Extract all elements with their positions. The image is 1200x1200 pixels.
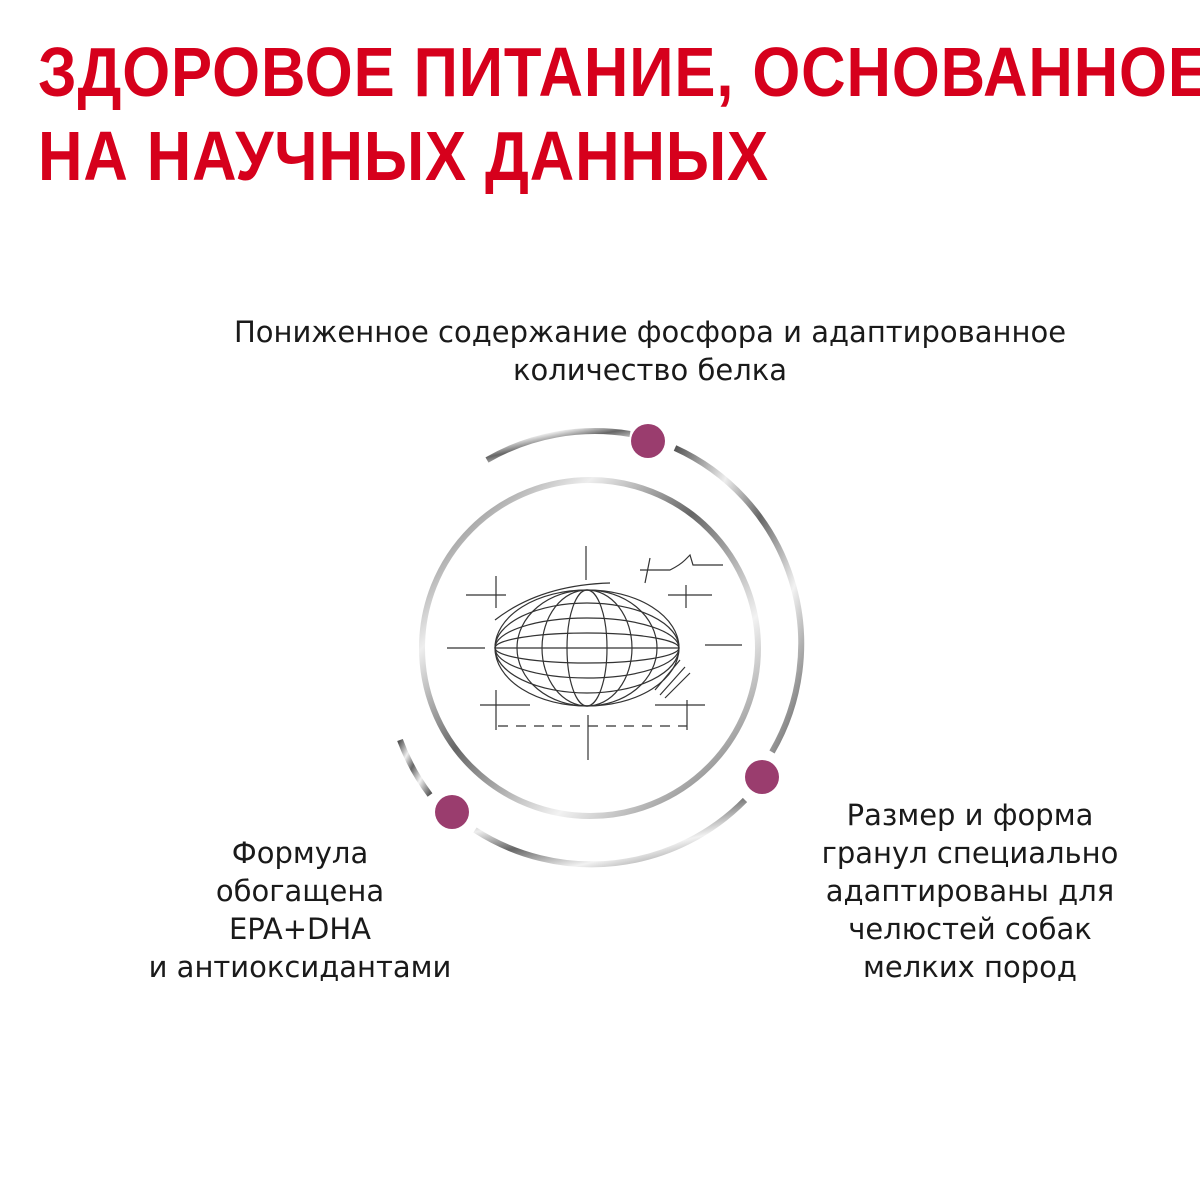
benefit-line: адаптированы для — [825, 874, 1115, 908]
benefit-line: челюстей собак — [848, 912, 1092, 946]
benefit-dot-left — [435, 795, 469, 829]
benefit-dot-top — [631, 424, 665, 458]
outer-arc-bottom — [473, 797, 748, 868]
benefit-line: количество белка — [512, 353, 788, 387]
inner-ring — [419, 477, 761, 819]
benefit-dot-right — [745, 760, 779, 794]
benefit-line: гранул специально — [821, 836, 1119, 870]
title-line-1: ЗДОРОВОЕ ПИТАНИЕ, ОСНОВАННОЕ — [38, 33, 1200, 111]
outer-arc-top — [485, 428, 631, 463]
title-line-2: НА НАУЧНЫХ ДАННЫХ — [38, 117, 770, 195]
benefit-text-kibble-size: Размер и форма гранул специально адаптир… — [790, 796, 1150, 986]
benefit-text-phosphorus: Пониженное содержание фосфора и адаптиро… — [150, 313, 1150, 389]
benefit-text-epa-dha: Формула обогащена EPA+DHA и антиоксидант… — [90, 834, 510, 986]
kibble-sketch-icon — [447, 546, 742, 760]
benefit-line: мелких пород — [863, 950, 1077, 984]
benefit-line: и антиоксидантами — [148, 950, 452, 984]
outer-arc-right — [673, 445, 805, 754]
benefit-line: Размер и форма — [846, 798, 1094, 832]
benefit-line: Пониженное содержание фосфора и адаптиро… — [233, 315, 1067, 349]
benefit-line: EPA+DHA — [228, 912, 372, 946]
outer-arc-left — [397, 738, 433, 797]
benefit-line: обогащена — [215, 874, 385, 908]
benefit-line: Формула — [231, 836, 369, 870]
page-title: ЗДОРОВОЕ ПИТАНИЕ, ОСНОВАННОЕ НА НАУЧНЫХ … — [38, 30, 1200, 198]
